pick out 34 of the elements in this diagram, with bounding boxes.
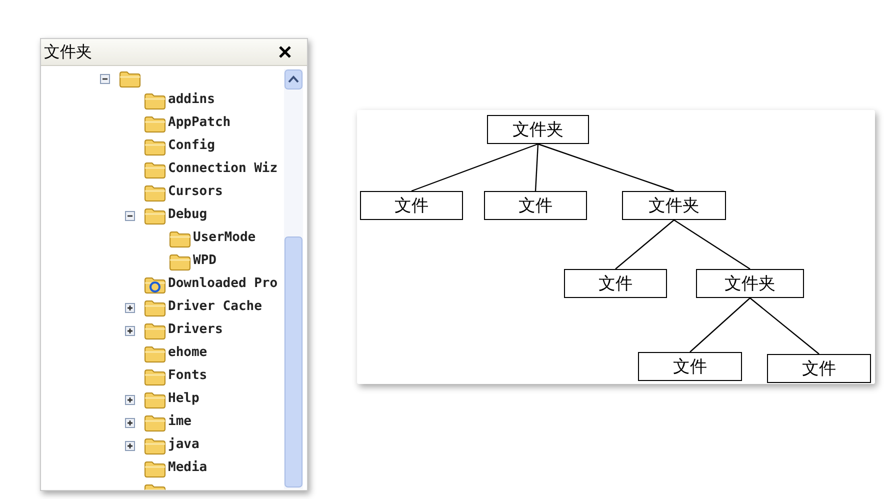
tree-node-box: 文件 (360, 191, 463, 220)
folder-name: Downloaded Pro (168, 275, 278, 293)
folder-name: ime (168, 413, 192, 431)
tree-node-box: 文件 (638, 352, 742, 381)
connector-line (538, 143, 674, 192)
connector-line (750, 298, 820, 354)
panel-title: 文件夹 (44, 42, 92, 63)
tree-node-box: 文件夹 (622, 191, 726, 220)
connector-line (615, 220, 674, 270)
connector-line (690, 298, 750, 352)
folder-name: UserMode (193, 229, 256, 247)
folder-name: Cursors (168, 183, 223, 201)
tree-node-box: 文件夹 (696, 269, 804, 298)
folder-name: Help (168, 390, 200, 408)
folder-name: WPD (193, 252, 216, 270)
tree-panel (40, 38, 308, 491)
tree-node-box: 文件 (564, 269, 667, 298)
folder-name: Media (168, 459, 208, 477)
folder-name: Connection Wiz (168, 160, 278, 178)
connector-line (411, 143, 538, 192)
folder-name: java (168, 436, 200, 454)
folder-name: ehome (168, 344, 208, 362)
folder-name: Driver Cache (168, 298, 262, 316)
folder-name: AppPatch (168, 114, 231, 132)
tree-node-box: 文件 (767, 354, 871, 383)
folder-name: Debug (168, 206, 208, 224)
tree-node-box: 文件夹 (487, 115, 589, 144)
folder-name: Config (168, 137, 215, 155)
folder-name: Fonts (168, 367, 208, 385)
connector-line (534, 144, 539, 192)
folder-name: addins (168, 91, 215, 109)
folder-name: Drivers (168, 321, 223, 339)
tree-node-box: 文件 (484, 191, 587, 220)
connector-line (674, 220, 750, 270)
